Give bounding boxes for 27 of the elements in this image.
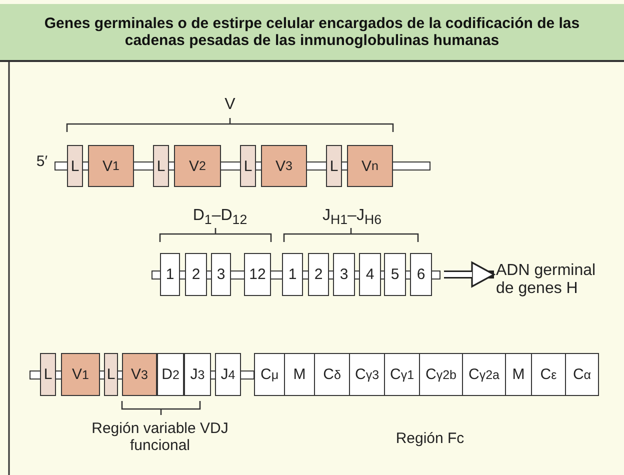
region-label: Región variable VDJ funcional (90, 420, 230, 454)
gene-segment: 2 (308, 253, 329, 296)
gene-segment: 12 (244, 253, 271, 296)
gene-segment: L (326, 145, 342, 187)
gene-segment: L (153, 145, 169, 187)
gene-segment: L (104, 353, 118, 396)
gene-segment: L (67, 145, 83, 187)
gene-segment: L (240, 145, 256, 187)
gene-segment: M (284, 353, 315, 396)
segment-label: D$_{1}$–D$_{12}$ (192, 207, 248, 228)
gene-segment: 1 (282, 253, 303, 296)
segment-label: J$_{H1}$–J$_{H6}$ (322, 207, 382, 228)
gene-segment: 6 (410, 253, 432, 296)
region-label: Región Fc (394, 430, 466, 447)
segment-label: V (224, 96, 236, 114)
gene-segment: 3 (211, 253, 231, 296)
gene-segment: L (40, 353, 56, 396)
arrow (444, 262, 495, 288)
gene-segment: 1 (160, 253, 180, 296)
gene-segment: 3 (333, 253, 355, 296)
caption-text: ADN germinal de genes H (496, 262, 614, 312)
title-banner: Genes germinales o de estirpe celular encargados de la codificación de las cadenas pesadas de las inmunoglobulinas humanas (0, 4, 624, 62)
gene-segment: M (505, 353, 532, 396)
gene-segment: 5 (384, 253, 406, 296)
gene-segment: 2 (185, 253, 207, 296)
gene-segment: 4 (359, 253, 381, 296)
segment-label: 5′ (35, 153, 49, 170)
